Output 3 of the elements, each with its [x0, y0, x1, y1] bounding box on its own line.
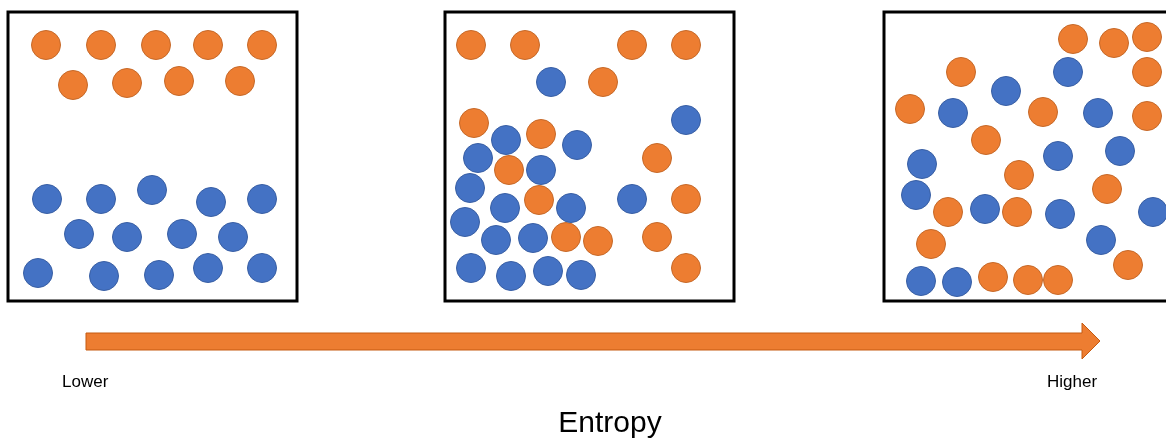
axis-title: Entropy: [558, 405, 662, 439]
scale-start-label: Lower: [62, 372, 109, 392]
scale-end-label: Higher: [1047, 372, 1098, 392]
